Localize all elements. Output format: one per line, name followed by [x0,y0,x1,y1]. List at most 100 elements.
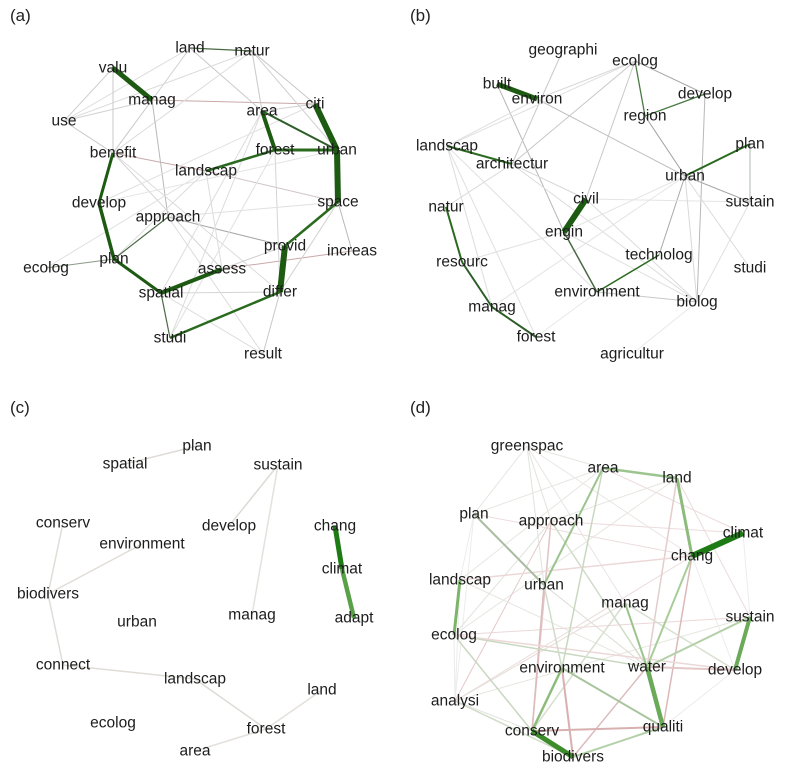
edge-approach-provid [167,216,286,247]
edge-greenspac-urban [526,445,545,586]
edge-area-spatial [160,110,263,294]
edge-civil-biolog [585,198,698,303]
node-a-ecolog: ecolog [23,259,69,277]
node-c-adapt: adapt [334,609,374,627]
edge-provid-assess [221,245,286,270]
node-b-technolog: technolog [625,246,693,264]
edge-landscap-water [459,579,648,668]
node-b-region: region [623,107,667,125]
edge-environment-biolog [596,291,698,303]
edge-valu-manag [111,66,154,102]
node-c-ecolog: ecolog [90,714,136,732]
node-a-increas: increas [327,242,377,260]
edge-plan-urban [684,143,751,177]
edge-area-studi [169,110,263,339]
node-b-develop: develop [677,85,733,103]
node-d-manag: manag [601,594,649,612]
node-d-environment: environment [519,659,605,677]
edge-area-urban [543,467,604,586]
edge-space-approach [167,201,339,218]
node-d-conserv: conserv [504,722,560,740]
edge-urban-environment [543,584,563,669]
edge-region-urban [644,115,686,177]
node-a-urban: urban [317,141,357,159]
edge-architectur-civil [511,163,587,200]
edge-water-qualiti [644,666,666,728]
edge-ecolog-landscap [45,170,207,269]
edge-spatial-plan [124,445,198,465]
node-b-environment: environment [554,283,640,301]
edge-greenspac-area [526,445,604,469]
node-c-manag: manag [228,606,276,624]
edge-environment-biodivers [47,543,143,595]
edge-environment-biodivers [561,667,574,758]
edge-land-ecolog [453,477,678,636]
node-b-architectur: architectur [475,155,549,173]
edge-region-develop [644,93,706,117]
edge-architectur-natur [445,163,513,208]
node-b-resourc: resourc [436,253,488,271]
edge-natur-resourc [445,206,463,263]
edge-natur-urban [251,50,338,151]
node-d-urban: urban [524,576,564,594]
edge-ecolog-conserv [453,634,533,732]
edge-plan-ecolog [45,258,115,269]
node-b-civil: civil [573,190,599,208]
edge-sustain-develop [228,464,279,527]
panel-a-edges [45,47,353,355]
edge-approach-analysi [454,520,552,702]
edge-climat-chang [690,530,745,559]
node-b-engin: engin [545,223,583,241]
edge-ecolog-develop [634,60,706,95]
edge-forest-landscap [205,148,276,173]
edge-benefit-develop [97,152,115,204]
edge-benefit-differ [112,152,281,293]
edge-natur-area [251,50,263,112]
edge-ecolog-analysi [453,634,456,702]
edge-connect-landscap [62,664,196,680]
edge-area-landscap [459,467,604,581]
node-d-area: area [587,459,619,477]
edge-natur-use [63,50,253,122]
edge-civil-engin [561,197,589,234]
node-d-sustain: sustain [725,608,775,626]
edge-ecolog-civil [585,60,636,200]
edge-conserv-qualiti [531,726,664,732]
node-a-manag: manag [128,91,176,109]
node-a-approach: approach [135,208,201,226]
panel-d-edges [452,445,752,760]
edge-natur-benefit [112,50,253,154]
edge-approach-ecolog [453,520,552,636]
edge-landscap-manag [446,145,493,308]
node-a-differ: differ [262,283,298,301]
node-c-land: land [307,681,337,699]
node-a-develop: develop [71,194,127,212]
panel-label-a: (a) [10,6,31,25]
edge-approach-result [167,216,264,355]
edge-land-use [63,47,191,122]
node-c-climat: climat [321,560,363,578]
edge-develop-plan [97,202,116,260]
edge-plan-chang [473,513,693,557]
edge-biolog-agricultur [631,301,698,355]
edge-urban-conserv [531,584,545,732]
edge-water-sustain [646,616,751,668]
edge-ecolog-architectur [511,60,636,165]
edge-ecolog-environ [536,60,636,100]
edge-spatial-assess [160,267,223,295]
edge-greenspac-plan [473,445,528,515]
node-d-analysi: analysi [430,692,480,710]
edge-urban-studi [684,175,751,269]
node-d-ecolog: ecolog [431,626,477,644]
edge-water-develop [646,666,736,671]
panel-label-b: (b) [410,6,431,25]
edge-geographi-architectur [511,49,564,165]
node-c-landscap: landscap [163,670,227,688]
node-a-studi: studi [153,329,187,347]
panel-b-edges [445,49,751,355]
edge-ecolog-develop [453,634,736,671]
edge-landscap-forest [446,145,537,338]
edge-differ-result [262,291,281,355]
node-a-result: result [244,345,282,363]
node-a-land: land [175,39,205,57]
